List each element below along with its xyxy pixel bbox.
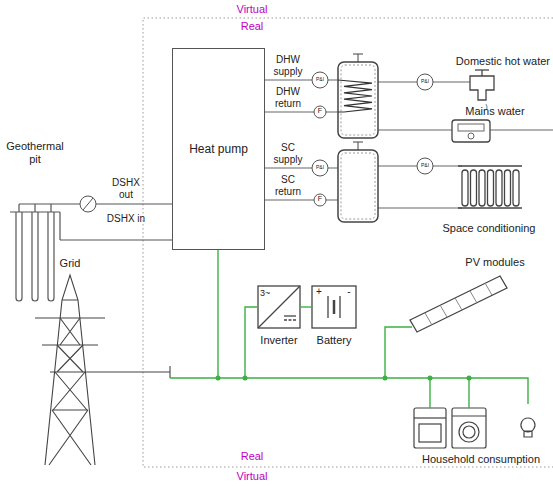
- appliance-symbol: [414, 408, 535, 448]
- pipe-label: DSHX out: [106, 177, 146, 200]
- pipe-label: SC supply: [268, 142, 308, 165]
- symbol-text: P&I: [416, 162, 434, 168]
- radiator-fin: [471, 170, 477, 206]
- symbol-text: F: [314, 195, 326, 203]
- water-meter: [452, 120, 490, 142]
- part-label: Domestic hot water: [430, 55, 550, 68]
- region-label: Real: [220, 450, 284, 463]
- symbol-text: -: [343, 286, 355, 298]
- radiator-fin: [488, 170, 494, 206]
- symbol-text: P&I: [311, 164, 329, 170]
- symbol-text: P&I: [311, 76, 329, 82]
- part-label: Mains water: [440, 105, 550, 118]
- pipe-label: DHW return: [268, 86, 308, 109]
- symbol-text: F: [314, 107, 326, 115]
- part-label: Geothermal pit: [2, 140, 68, 165]
- heat-exchanger-coil: [338, 80, 372, 112]
- part-label: Grid: [40, 257, 100, 270]
- radiator-fin: [479, 170, 485, 206]
- part-label: Space conditioning: [428, 222, 550, 235]
- battery-symbol: [312, 286, 356, 328]
- region-label: Virtual: [220, 3, 284, 16]
- box-label: Heat pump: [189, 142, 248, 156]
- part-label: Battery: [306, 334, 362, 347]
- pipe-label: SC return: [268, 174, 308, 197]
- sc-tank: [338, 142, 378, 222]
- boundary-line: [143, 18, 553, 467]
- part-label: Household consumption: [412, 453, 550, 466]
- region-label: Virtual: [220, 470, 284, 483]
- pump-symbol: [80, 196, 96, 212]
- part-label: PV modules: [440, 256, 550, 269]
- symbol-text: 3~: [260, 288, 278, 299]
- pylon-symbol: [35, 275, 170, 465]
- process-box: Heat pump: [172, 48, 265, 250]
- radiator-fin: [505, 170, 511, 206]
- symbol-text: +: [313, 286, 325, 298]
- pipe-label: DSHX in: [106, 213, 146, 225]
- borehole-symbol: [10, 204, 172, 301]
- radiator-fin: [462, 170, 468, 206]
- pipe-label: DHW supply: [268, 54, 308, 77]
- radiator-fin: [496, 170, 502, 206]
- power-wire: [170, 250, 528, 408]
- region-label: Real: [220, 20, 284, 33]
- symbol-text: P&I: [416, 78, 434, 84]
- coil-stroke: [338, 80, 372, 112]
- junction-dot: [216, 376, 472, 381]
- part-label: Inverter: [250, 334, 308, 347]
- radiator-symbol: [458, 166, 522, 208]
- sensor-circle: [312, 72, 433, 206]
- pv-panel: [410, 276, 507, 332]
- radiator-fin: [513, 170, 519, 206]
- pipe-line: [265, 80, 553, 208]
- inverter-symbol: [258, 286, 300, 328]
- tap-symbol: [470, 70, 494, 110]
- dhw-tank: [338, 54, 378, 138]
